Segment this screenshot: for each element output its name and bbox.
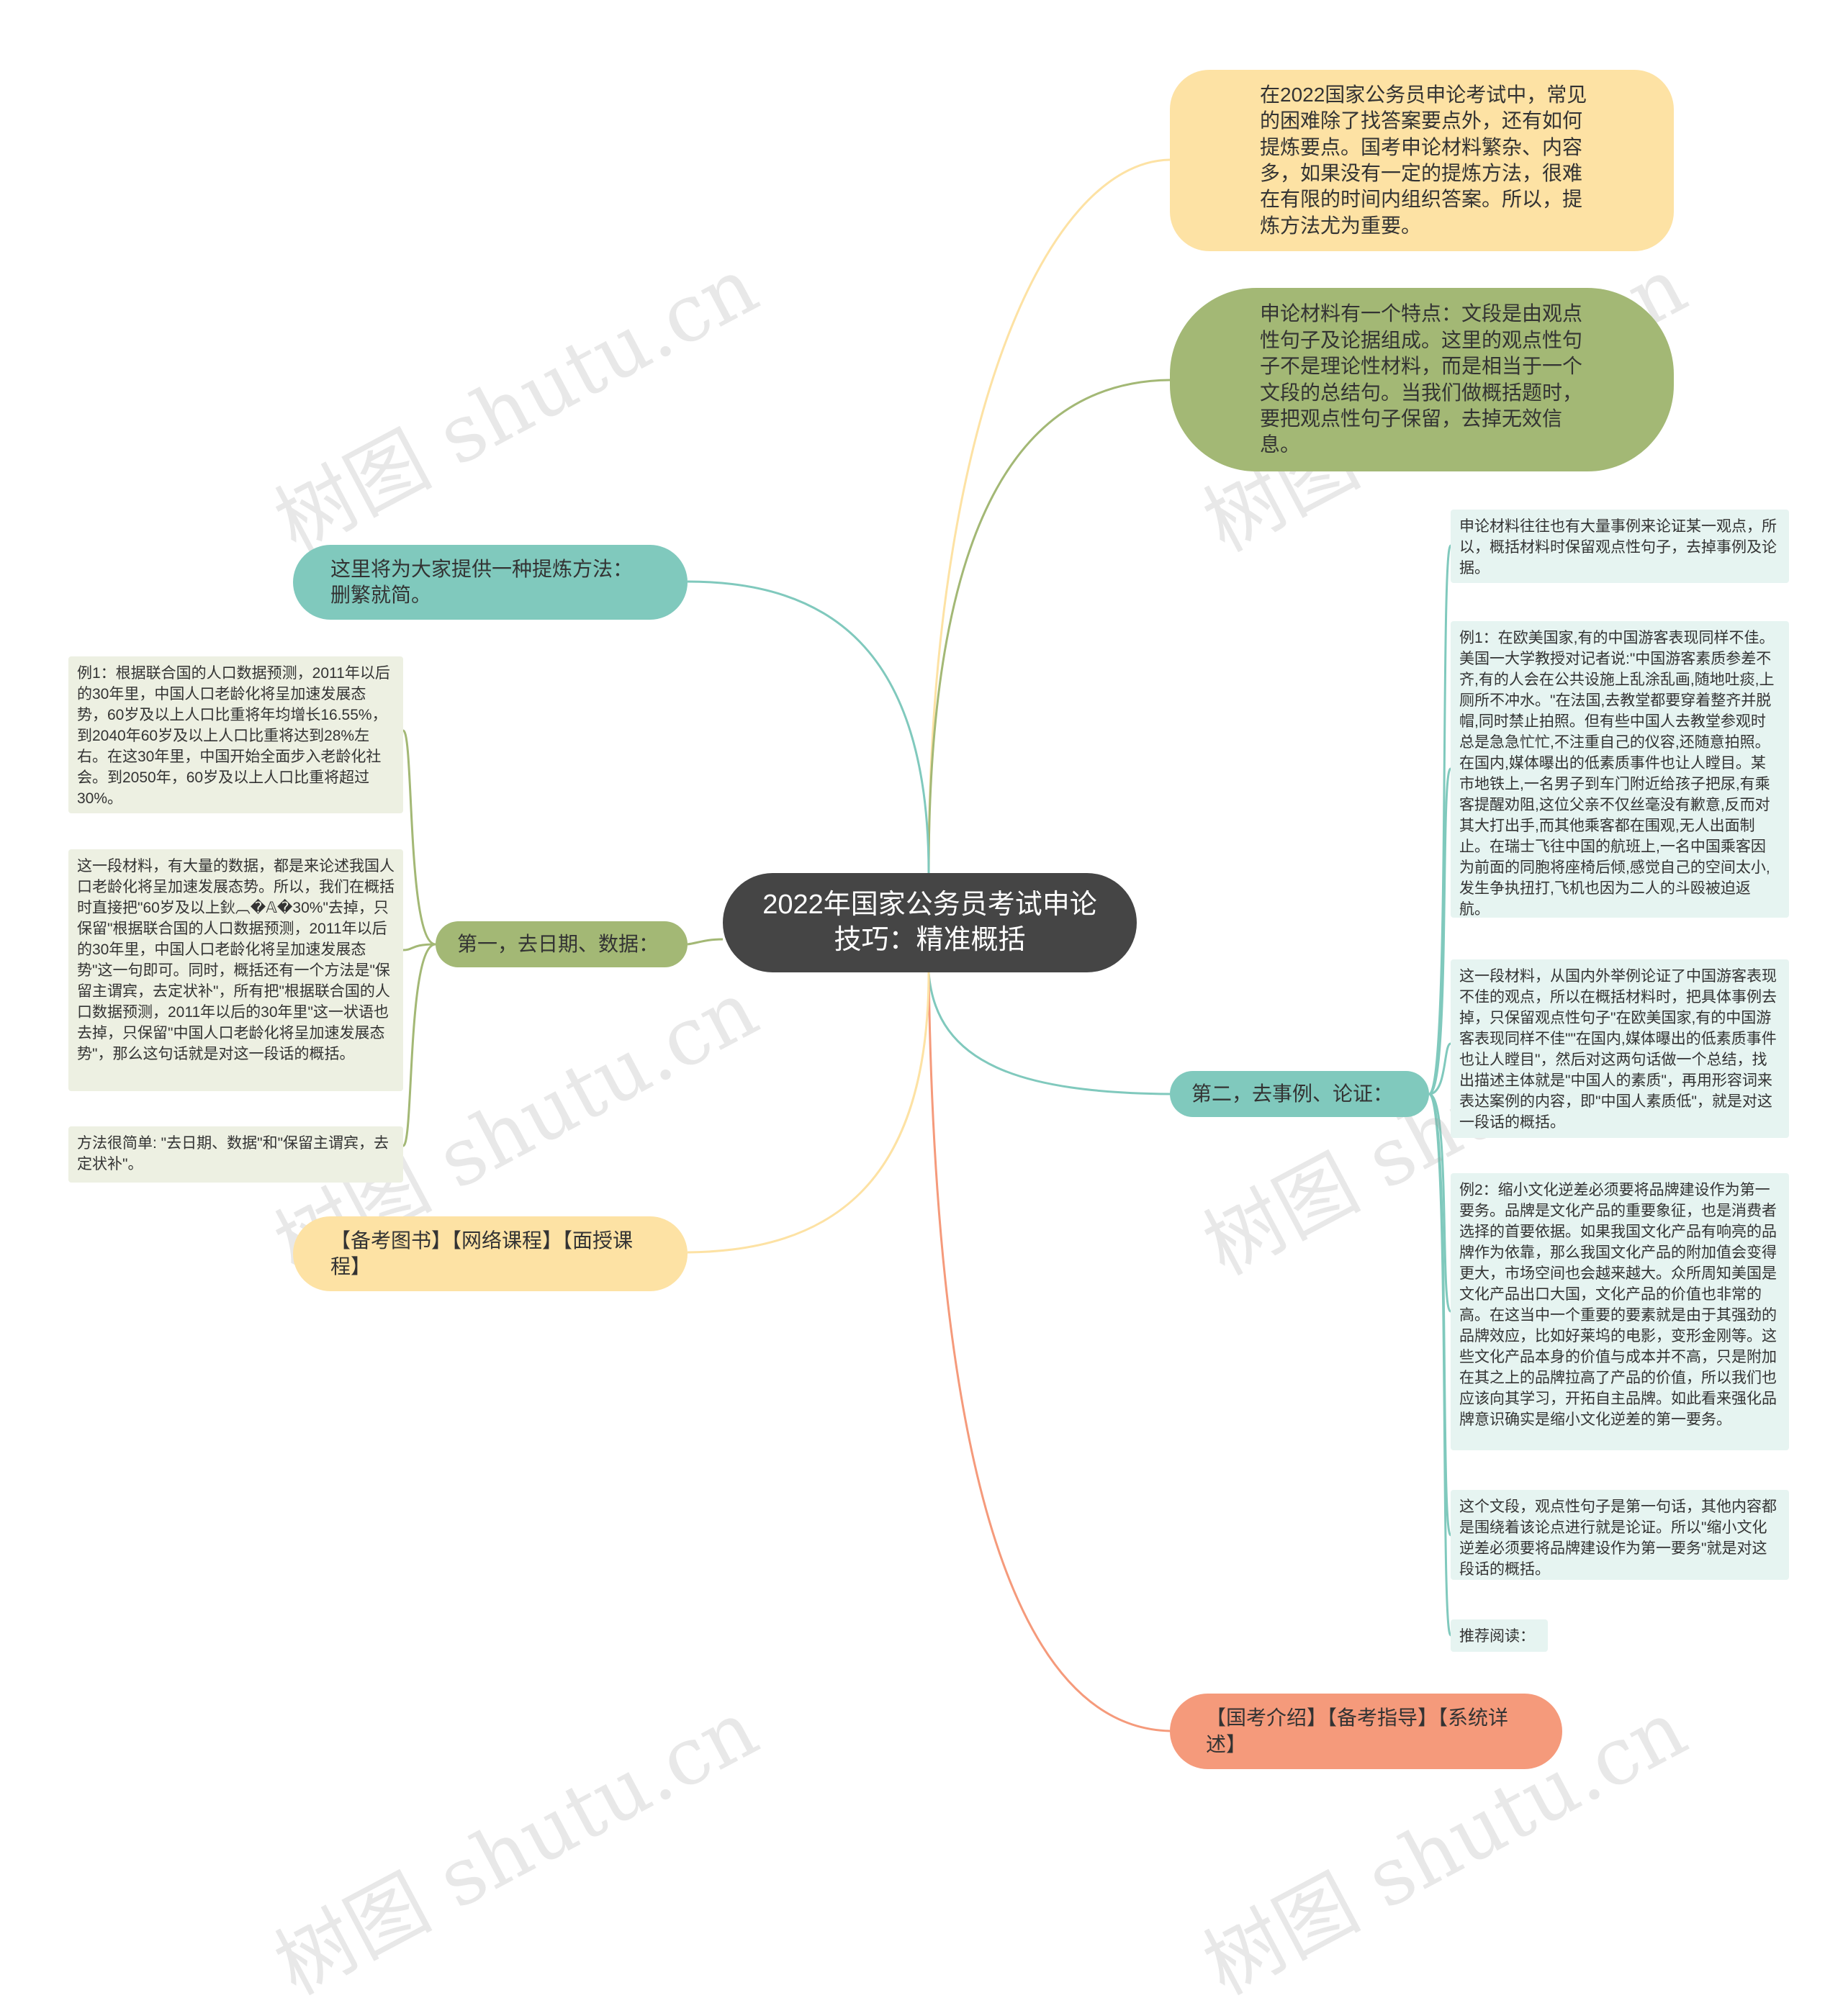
first-note-2[interactable]: 这一段材料，有大量的数据，都是来论述我国人口老龄化将呈加速发展态势。所以，我们在… [68,849,403,1091]
central-topic-label: 2022年国家公务员考试申论技巧：精准概括 [762,889,1097,955]
first-note-1[interactable]: 例1：根据联合国的人口数据预测，2011年以后的30年里，中国人口老龄化将呈加速… [68,656,403,813]
link-first [687,938,724,946]
feature-node[interactable]: 申论材料有一个特点：文段是由观点性句子及论据组成。这里的观点性句子不是理论性材料… [1170,288,1674,471]
link-method [687,580,930,874]
method-text: 这里将为大家提供一种提炼方法：删繁就简。 [330,557,634,606]
link-second-note-2 [1428,767,1452,1095]
note-text: 这个文段，观点性句子是第一句话，其他内容都是围绕着该论点进行就是论证。所以"缩小… [1459,1499,1777,1578]
note-text: 例1：在欧美国家,有的中国游客表现同样不佳。美国一大学教授对记者说:"中国游客素… [1459,630,1775,918]
central-topic[interactable]: 2022年国家公务员考试申论技巧：精准概括 [723,873,1137,972]
link-books [687,972,930,1254]
link-second-note-6 [1428,1093,1452,1637]
link-second-note-1 [1428,544,1452,1095]
books-text: 【备考图书】【网络课程】【面授课程】 [330,1229,634,1278]
link-first-note-3 [402,943,436,1147]
link-first-note-2 [402,943,436,952]
feature-text: 申论材料有一个特点：文段是由观点性句子及论据组成。这里的观点性句子不是理论性材料… [1260,302,1583,456]
link-second-note-4 [1428,1093,1452,1313]
note-text: 这一段材料，从国内外举例论证了中国游客表现不佳的观点，所以在概括材料时，把具体事… [1459,968,1777,1131]
second-branch-label: 第二，去事例、论证： [1191,1082,1394,1105]
note-text: 例2：缩小文化逆差必须要将品牌建设作为第一要务。品牌是文化产品的重要象征，也是消… [1459,1182,1777,1428]
books-node[interactable]: 【备考图书】【网络课程】【面授课程】 [293,1216,688,1291]
links-text: 【国考介绍】【备考指导】【系统详述】 [1206,1707,1509,1755]
connector-lines [402,158,1452,1732]
link-intro [927,158,1171,874]
link-first-note-1 [402,729,436,946]
first-branch[interactable]: 第一，去日期、数据： [436,921,688,967]
first-branch-label: 第一，去日期、数据： [457,932,659,955]
link-second [927,972,1171,1095]
note-text: 方法很简单: "去日期、数据"和"保留主谓宾，去定状补"。 [77,1135,389,1172]
link-feature [927,379,1171,874]
second-note-3[interactable]: 这一段材料，从国内外举例论证了中国游客表现不佳的观点，所以在概括材料时，把具体事… [1451,959,1789,1138]
intro-node[interactable]: 在2022国家公务员申论考试中，常见的困难除了找答案要点外，还有如何提炼要点。国… [1170,70,1674,251]
link-second-note-3 [1428,1042,1451,1095]
intro-text: 在2022国家公务员申论考试中，常见的困难除了找答案要点外，还有如何提炼要点。国… [1260,83,1587,237]
note-text: 申论材料往往也有大量事例来论证某一观点，所以，概括材料时保留观点性句子，去掉事例… [1459,518,1777,577]
links-node[interactable]: 【国考介绍】【备考指导】【系统详述】 [1170,1694,1562,1769]
method-node[interactable]: 这里将为大家提供一种提炼方法：删繁就简。 [293,545,688,620]
link-links [927,972,1171,1732]
second-note-1[interactable]: 申论材料往往也有大量事例来论证某一观点，所以，概括材料时保留观点性句子，去掉事例… [1451,510,1789,583]
second-note-5[interactable]: 这个文段，观点性句子是第一句话，其他内容都是围绕着该论点进行就是论证。所以"缩小… [1451,1490,1789,1580]
second-note-6[interactable]: 推荐阅读： [1451,1619,1548,1652]
second-branch[interactable]: 第二，去事例、论证： [1170,1071,1429,1117]
first-note-3[interactable]: 方法很简单: "去日期、数据"和"保留主谓宾，去定状补"。 [68,1126,403,1183]
note-text: 例1：根据联合国的人口数据预测，2011年以后的30年里，中国人口老龄化将呈加速… [77,665,390,807]
note-text: 这一段材料，有大量的数据，都是来论述我国人口老龄化将呈加速发展态势。所以，我们在… [77,858,395,1062]
second-note-4[interactable]: 例2：缩小文化逆差必须要将品牌建设作为第一要务。品牌是文化产品的重要象征，也是消… [1451,1173,1789,1450]
note-text: 推荐阅读： [1459,1628,1535,1645]
second-note-2[interactable]: 例1：在欧美国家,有的中国游客表现同样不佳。美国一大学教授对记者说:"中国游客素… [1451,621,1789,918]
